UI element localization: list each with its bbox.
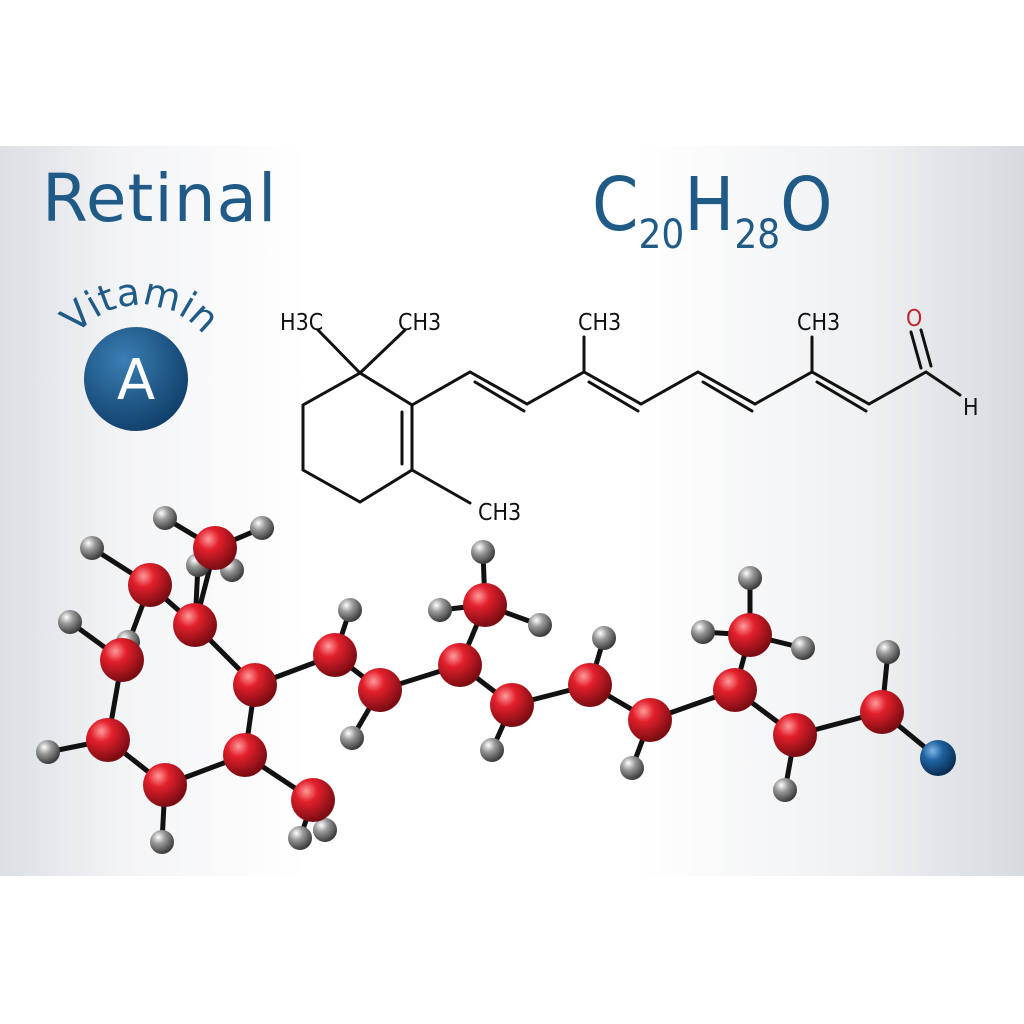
model-atom-hydrogen-h16: [428, 598, 452, 622]
model-atom-carbon-c8: [193, 526, 237, 570]
model-atom-carbon-c5: [143, 763, 187, 807]
formula-carbon-count: 20: [638, 212, 685, 258]
model-atom-hydrogen-h8: [36, 740, 60, 764]
model-atom-carbon-c12: [438, 643, 482, 687]
model-atom-hydrogen-h10: [150, 830, 174, 854]
model-atom-hydrogen-h15: [471, 540, 495, 564]
model-atom-hydrogen-h2: [250, 516, 274, 540]
model-atom-carbon-c16: [628, 698, 672, 742]
model-atom-hydrogen-h5: [80, 536, 104, 560]
model-atom-carbon-c14: [490, 683, 534, 727]
formula-hydrogen: H: [684, 162, 735, 248]
model-atom-carbon-c11: [358, 668, 402, 712]
formula-oxygen: O: [780, 162, 833, 248]
model-atom-hydrogen-h20: [620, 756, 644, 780]
skeletal-bonds: [301, 328, 962, 505]
molecule-name: Retinal: [42, 160, 278, 237]
model-atom-hydrogen-h23: [791, 636, 815, 660]
label-chain-methyl-2: CH3: [797, 310, 840, 336]
model-atom-hydrogen-h21: [738, 566, 762, 590]
model-atom-carbon-c10: [313, 633, 357, 677]
model-atom-carbon-c18: [728, 613, 772, 657]
model-atom-carbon-c4: [86, 718, 130, 762]
formula-carbon: C: [592, 162, 639, 248]
model-atom-oxygen-o1: [920, 740, 956, 776]
badge-letter: A: [117, 348, 155, 413]
model-atom-carbon-c19: [773, 713, 817, 757]
badge-circle: [84, 327, 188, 431]
label-ring-methyl-bottom: CH3: [478, 500, 521, 526]
model-atom-carbon-c20: [860, 690, 904, 734]
model-atom-carbon-c7: [233, 663, 277, 707]
model-atom-hydrogen-h22: [691, 620, 715, 644]
model-atom-carbon-c1: [128, 563, 172, 607]
model-atoms: [36, 506, 956, 854]
model-atom-carbon-c3: [100, 638, 144, 682]
vitamin-a-badge: Vitamin A: [52, 275, 228, 431]
model-atom-hydrogen-h17: [528, 613, 552, 637]
label-aldehyde-oxygen: O: [906, 306, 922, 332]
model-atom-hydrogen-h13: [340, 726, 364, 750]
model-atom-carbon-c9: [291, 778, 335, 822]
model-atom-hydrogen-h19: [592, 626, 616, 650]
label-ring-methyl-right: CH3: [398, 310, 441, 336]
model-atom-hydrogen-h25: [876, 640, 900, 664]
model-atom-hydrogen-h11: [288, 826, 312, 850]
formula-hydrogen-count: 28: [734, 212, 781, 258]
label-ring-methyl-left: H3C: [280, 310, 323, 336]
model-atom-carbon-c6: [223, 733, 267, 777]
model-atom-carbon-c15: [568, 663, 612, 707]
model-atom-carbon-c13: [463, 583, 507, 627]
chemical-formula: C20H28O: [592, 168, 833, 255]
model-atom-hydrogen-h18: [480, 738, 504, 762]
label-chain-methyl-1: CH3: [578, 310, 621, 336]
model-atom-carbon-c17: [713, 668, 757, 712]
model-atom-hydrogen-h12: [313, 818, 337, 842]
model-atom-hydrogen-h24: [773, 778, 797, 802]
model-atom-hydrogen-h1: [153, 506, 177, 530]
model-atom-hydrogen-h14: [338, 598, 362, 622]
label-aldehyde-hydrogen: H: [963, 395, 979, 421]
model-atom-hydrogen-h6: [58, 610, 82, 634]
model-atom-carbon-c2: [173, 603, 217, 647]
